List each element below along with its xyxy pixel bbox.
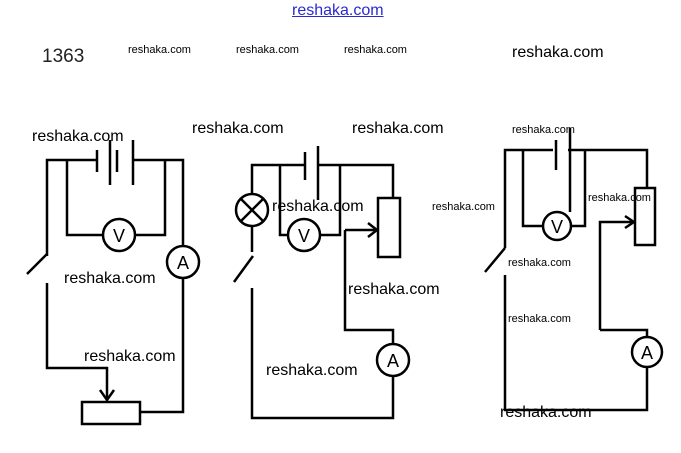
watermark: reshaka.com xyxy=(352,120,444,137)
rheostat-1 xyxy=(80,400,142,426)
circuit-3 xyxy=(484,128,664,412)
voltmeter-3-label: V xyxy=(551,217,563,237)
watermark: reshaka.com xyxy=(512,44,604,61)
watermark: reshaka.com xyxy=(272,198,364,215)
switch-1 xyxy=(26,253,48,275)
switch-3 xyxy=(484,247,506,273)
voltmeter-2-label: V xyxy=(298,226,310,246)
ammeter-1-label: A xyxy=(177,253,189,273)
problem-number: 1363 xyxy=(42,46,85,67)
circuit-2 xyxy=(232,146,411,420)
watermark: reshaka.com xyxy=(192,120,284,137)
voltmeter-2 xyxy=(286,217,322,253)
watermark: reshaka.com xyxy=(266,362,358,379)
ammeter-2-label: A xyxy=(387,351,399,371)
watermark: reshaka.com xyxy=(508,313,571,325)
watermark: reshaka.com xyxy=(500,404,592,421)
switch-2 xyxy=(232,255,255,283)
watermark: reshaka.com xyxy=(512,124,575,136)
battery-1 xyxy=(95,140,135,185)
watermark: reshaka.com xyxy=(432,201,495,213)
ammeter-3 xyxy=(630,335,664,369)
site-header-link[interactable]: reshaka.com xyxy=(292,2,384,19)
watermark: reshaka.com xyxy=(348,281,440,298)
watermark: reshaka.com xyxy=(508,257,571,269)
watermark: reshaka.com xyxy=(236,44,299,56)
voltmeter-1 xyxy=(101,217,137,253)
voltmeter-1-label: V xyxy=(113,226,125,246)
ammeter-2 xyxy=(375,342,411,378)
rheostat-slider-arrow-1 xyxy=(98,389,116,403)
ammeter-1 xyxy=(165,244,201,280)
watermark: reshaka.com xyxy=(588,192,651,204)
circuit-1 xyxy=(26,140,201,426)
watermark: reshaka.com xyxy=(32,128,124,145)
watermark: reshaka.com xyxy=(128,44,191,56)
rheostat-3 xyxy=(633,186,657,247)
rheostat-2 xyxy=(376,196,402,259)
watermark: reshaka.com xyxy=(64,270,156,287)
voltmeter-3 xyxy=(541,210,573,242)
watermark: reshaka.com xyxy=(344,44,407,56)
ammeter-3-label: A xyxy=(641,343,653,363)
watermark: reshaka.com xyxy=(84,348,176,365)
